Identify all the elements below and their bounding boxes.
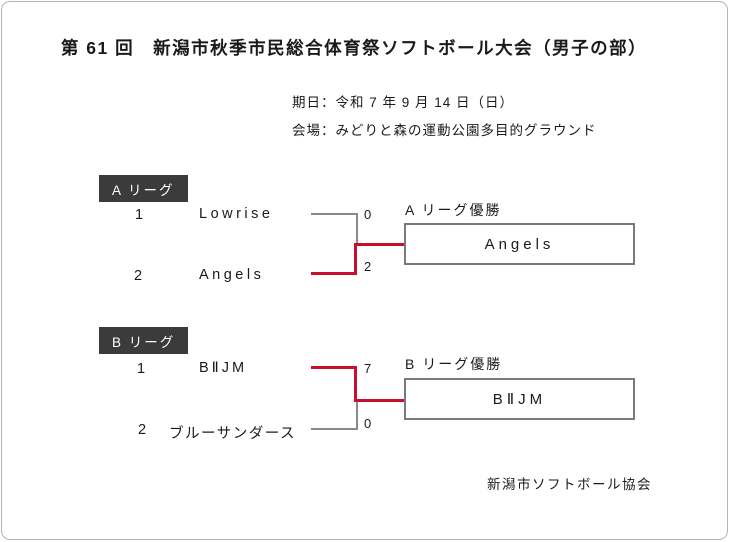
event-date: 期日：令和 7 年 9 月 14 日（日） (292, 95, 515, 110)
bracket-b-team2-vline (356, 400, 358, 430)
league-b-seed-1: 1 (137, 361, 146, 377)
league-b-score-team1: 7 (364, 361, 372, 376)
league-a-seed-2: 2 (134, 268, 143, 284)
bracket-a-team1-vline (356, 213, 358, 245)
organizer-name: 新潟市ソフトボール協会 (487, 477, 652, 492)
bracket-b-winner-hline (354, 399, 405, 402)
league-b-seed-2: 2 (138, 422, 147, 438)
league-b-badge: B リーグ (99, 327, 189, 354)
league-a-team-2: Angels (199, 267, 265, 283)
league-a-team-1: Lowrise (199, 206, 274, 222)
event-venue: 会場：みどりと森の運動公園多目的グラウンド (292, 123, 597, 138)
league-a-score-team1: 0 (364, 207, 372, 222)
league-b-champion-box: BⅡJM (404, 378, 635, 420)
league-b-score-team2: 0 (364, 416, 372, 431)
page-title: 第 61 回 新潟市秋季市民総合体育祭ソフトボール大会（男子の部） (60, 38, 648, 58)
league-a-seed-1: 1 (135, 207, 144, 223)
league-a-champion-box: Angels (404, 223, 635, 265)
bracket-b-team1-vline (354, 366, 357, 402)
bracket-b-team2-hline (311, 428, 357, 430)
league-b-team-2: ブルーサンダース (169, 426, 296, 442)
bracket-a-team2-hline (311, 272, 357, 275)
bracket-a-winner-hline (354, 243, 405, 246)
bracket-a-team2-vline (354, 243, 357, 275)
league-a-score-team2: 2 (364, 259, 372, 274)
league-b-champion-caption: B リーグ優勝 (405, 356, 503, 372)
league-b-champion-name: BⅡJM (492, 391, 547, 408)
league-b-team-1: BⅡJM (199, 360, 248, 376)
bracket-a-team1-hline (311, 213, 357, 215)
league-a-champion-caption: A リーグ優勝 (405, 202, 502, 218)
bracket-b-team1-hline (311, 366, 357, 369)
league-a-champion-name: Angels (484, 235, 555, 253)
league-a-badge: A リーグ (99, 175, 188, 202)
